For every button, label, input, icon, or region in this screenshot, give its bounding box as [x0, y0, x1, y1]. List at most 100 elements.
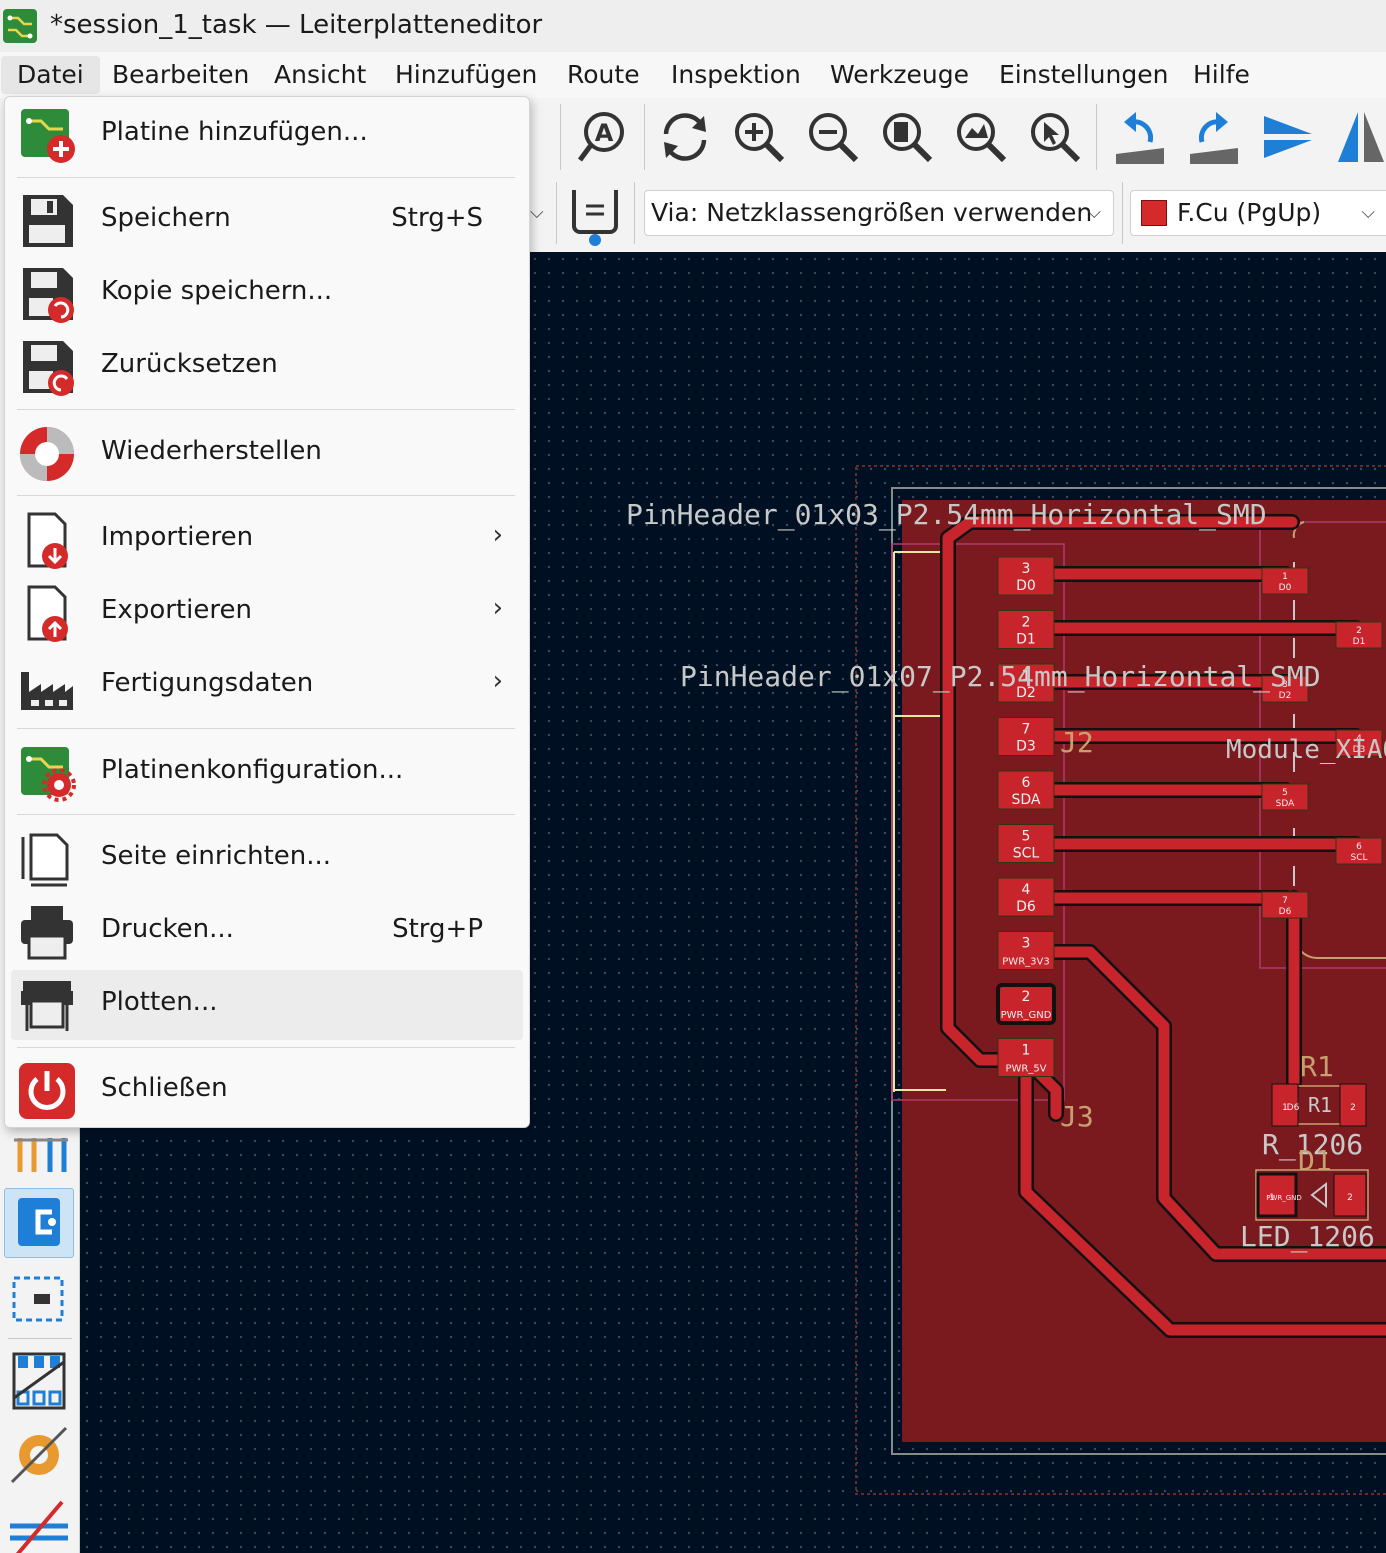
copper-track[interactable] [1020, 1054, 1386, 1336]
module-pad[interactable] [1261, 675, 1309, 703]
menu-item-zuruecksetzen[interactable]: Zurücksetzen [11, 335, 523, 399]
power-icon [19, 1063, 75, 1119]
pad-number: 4 [1356, 734, 1362, 744]
menu-einstellungen[interactable]: Einstellungen [999, 60, 1169, 89]
menu-item-drucken[interactable]: Drucken... Strg+P [11, 900, 523, 964]
header-pad[interactable] [997, 931, 1055, 970]
menu-item-label: Fertigungsdaten [101, 668, 314, 698]
menu-item-seite-einrichten[interactable]: Seite einrichten... [11, 827, 523, 891]
menu-item-label: Zurücksetzen [101, 349, 278, 379]
pad-number: 7 [1022, 722, 1031, 738]
plot-icon [21, 981, 73, 1031]
menu-route[interactable]: Route [567, 60, 640, 89]
header-pad[interactable] [997, 717, 1055, 756]
route-track-icon[interactable] [6, 1190, 72, 1256]
menu-ansicht[interactable]: Ansicht [274, 60, 367, 89]
pad-number: 4 [1022, 882, 1031, 898]
copper-track[interactable] [942, 516, 1298, 1066]
route-diff-pair-icon[interactable] [6, 1122, 72, 1188]
module-pad[interactable] [1261, 891, 1309, 919]
header-pad[interactable] [997, 1038, 1055, 1077]
copper-track[interactable] [1020, 946, 1386, 1260]
r1-pad-1[interactable] [1271, 1083, 1299, 1127]
pad-number: 1 [1022, 1043, 1031, 1059]
menu-item-platine-hinzufuegen[interactable]: Platine hinzufügen... [11, 103, 523, 167]
zoom-out-icon[interactable] [804, 108, 862, 166]
pad-net-name: D1 [1353, 637, 1366, 647]
d1-pad-1-net: PWR_GND [1266, 1194, 1302, 1202]
menu-item-kopie-speichern[interactable]: Kopie speichern... [11, 262, 523, 326]
menu-item-platinenkonfiguration[interactable]: Platinenkonfiguration... [11, 741, 523, 805]
pad-net-name: SDA [1276, 799, 1295, 809]
header-pad[interactable] [997, 824, 1055, 863]
menu-item-importieren[interactable]: Importieren › [11, 508, 523, 572]
pcb-drawing[interactable]: 3D02D11D27D36SDA5SCL4D63PWR_3V32PWR_GND1… [80, 252, 1386, 1553]
import-icon [27, 512, 68, 569]
zoom-objects-icon[interactable] [952, 108, 1010, 166]
menu-separator [17, 409, 515, 410]
menu-item-plotten[interactable]: Plotten... [11, 970, 523, 1040]
menu-hinzufuegen[interactable]: Hinzufügen [395, 60, 538, 89]
toolbar-separator [644, 104, 645, 170]
zoom-in-icon[interactable] [730, 108, 788, 166]
mirror-icon[interactable] [1332, 108, 1386, 166]
header-pad[interactable] [997, 877, 1055, 917]
refresh-icon[interactable] [656, 108, 714, 166]
via-tool-icon[interactable] [6, 1422, 72, 1488]
copper-tracks [940, 514, 1386, 1338]
save-icon [23, 195, 73, 247]
module-pad[interactable] [1335, 837, 1383, 865]
menu-item-wiederherstellen[interactable]: Wiederherstellen [11, 422, 523, 486]
title-bar: *session_1_task — Leiterplatteneditor [0, 0, 1386, 52]
rotate-ccw-icon[interactable] [1110, 108, 1168, 166]
menu-item-label: Importieren [101, 522, 254, 552]
pad-net-name: SCL [1013, 846, 1040, 862]
r1-pad-2[interactable] [1339, 1083, 1367, 1127]
rotate-cw-icon[interactable] [1184, 108, 1242, 166]
flip-horizontal-icon[interactable] [1258, 108, 1316, 166]
line-tool-icon[interactable] [6, 1496, 72, 1553]
pad-net-name: SDA [1012, 792, 1041, 808]
via-size-select[interactable]: Via: Netzklassengrößen verwenden ⌵ [644, 190, 1114, 236]
select-area-icon[interactable] [6, 1266, 72, 1332]
menu-item-exportieren[interactable]: Exportieren › [11, 581, 523, 645]
pad-net-name: SCL [1350, 853, 1367, 863]
via-size-icon[interactable] [568, 186, 622, 246]
d1-pad-1[interactable] [1256, 1172, 1298, 1218]
pad-net-name: PWR_5V [1005, 1064, 1046, 1075]
track-width-chevron-icon[interactable]: ⌵ [530, 202, 544, 223]
pad-number: 2 [1022, 615, 1031, 631]
module-pad[interactable] [1335, 729, 1383, 757]
pad-net-name: D1 [1016, 632, 1036, 648]
d1-pad-2-num: 2 [1347, 1193, 1353, 1203]
menu-bearbeiten[interactable]: Bearbeiten [112, 60, 250, 89]
layer-select[interactable]: F.Cu (PgUp) ⌵ [1130, 190, 1386, 236]
d1-pad-2[interactable] [1333, 1173, 1367, 1217]
restore-icon [20, 427, 74, 481]
footprint-icon[interactable] [6, 1348, 72, 1414]
zoom-selection-icon[interactable] [1026, 108, 1084, 166]
toolbar-separator [1096, 104, 1097, 170]
copper-zone-fill [902, 500, 1386, 1442]
menu-item-speichern[interactable]: Speichern Strg+S [11, 189, 523, 253]
header-pad[interactable] [997, 556, 1055, 596]
menu-werkzeuge[interactable]: Werkzeuge [830, 60, 969, 89]
menu-inspektion[interactable]: Inspektion [671, 60, 801, 89]
text-find-icon[interactable]: A [574, 108, 632, 166]
menu-item-schliessen[interactable]: Schließen [11, 1059, 523, 1123]
led-footprint-label: LED_1206 [1240, 1220, 1375, 1254]
menu-item-fertigungsdaten[interactable]: Fertigungsdaten › [11, 654, 523, 718]
menu-item-shortcut: Strg+S [391, 203, 483, 233]
menu-datei[interactable]: Datei [1, 56, 100, 94]
module-pad[interactable] [1261, 567, 1309, 595]
module-pad[interactable] [1335, 621, 1383, 649]
menu-item-label: Plotten... [101, 987, 218, 1017]
header-pad[interactable] [997, 610, 1055, 649]
module-pad[interactable] [1261, 783, 1309, 811]
header-pad[interactable] [997, 663, 1055, 703]
zoom-fit-icon[interactable] [878, 108, 936, 166]
header-pad[interactable] [997, 770, 1055, 810]
menu-hilfe[interactable]: Hilfe [1193, 60, 1250, 89]
print-icon [21, 906, 73, 960]
header-pad[interactable] [996, 983, 1056, 1025]
